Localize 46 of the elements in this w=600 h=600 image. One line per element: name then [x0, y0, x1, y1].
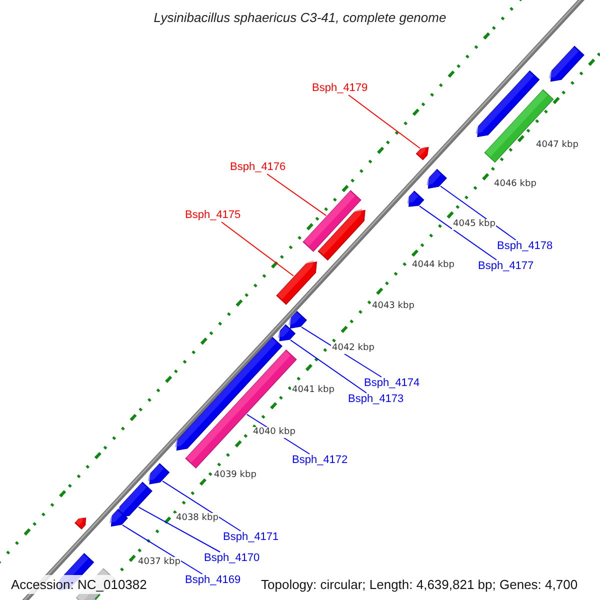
position-label: 4039 kbp [213, 470, 258, 481]
position-label: 4047 kbp [535, 140, 580, 151]
leader-line [348, 94, 420, 149]
gene-label: Bsph_4170 [204, 553, 260, 564]
gene-label: Bsph_4171 [223, 532, 279, 543]
gene-feature [117, 482, 152, 518]
gene-label: Bsph_4175 [185, 210, 241, 221]
gene-feature [426, 168, 447, 189]
gene-feature [549, 46, 584, 82]
gene-label: Bsph_4177 [478, 261, 534, 272]
gene-label: Bsph_4174 [364, 378, 420, 389]
position-label: 4041 kbp [291, 385, 336, 396]
position-label: 4044 kbp [411, 260, 456, 271]
gene-label: Bsph_4173 [348, 394, 404, 405]
gene-feature [476, 70, 540, 138]
position-label: 4043 kbp [371, 301, 416, 312]
leader-line [419, 206, 498, 260]
gene-label: Bsph_4176 [230, 162, 286, 173]
gene-feature [407, 190, 424, 207]
diagram-title: Lysinibacillus sphaericus C3-41, complete genome [152, 11, 448, 24]
position-label: 4042 kbp [331, 343, 376, 354]
leader-line [290, 340, 367, 394]
gene-feature [74, 517, 86, 530]
leader-line [440, 186, 516, 240]
gene-feature [276, 260, 317, 305]
leader-line [122, 524, 203, 574]
gene-feature [110, 508, 128, 527]
position-label: 4038 kbp [175, 513, 220, 524]
gene-feature [278, 324, 296, 342]
leader-line [266, 174, 327, 216]
position-label: 4046 kbp [493, 179, 538, 190]
gene-feature [288, 310, 307, 329]
position-label: 4037 kbp [137, 557, 182, 568]
leader-line [138, 506, 221, 552]
gene-feature [416, 146, 429, 160]
gene-feature [148, 463, 170, 484]
gene-label: Bsph_4172 [292, 455, 348, 466]
position-label: 4045 kbp [452, 219, 496, 230]
gene-label: Bsph_4169 [185, 575, 241, 586]
position-label: 4040 kbp [252, 427, 296, 438]
gene-label: Bsph_4179 [312, 83, 368, 94]
leader-line [221, 222, 294, 276]
gene-feature [302, 190, 362, 252]
gene-feature [318, 208, 366, 261]
gene-label: Bsph_4178 [497, 241, 553, 252]
leader-line [162, 480, 242, 532]
